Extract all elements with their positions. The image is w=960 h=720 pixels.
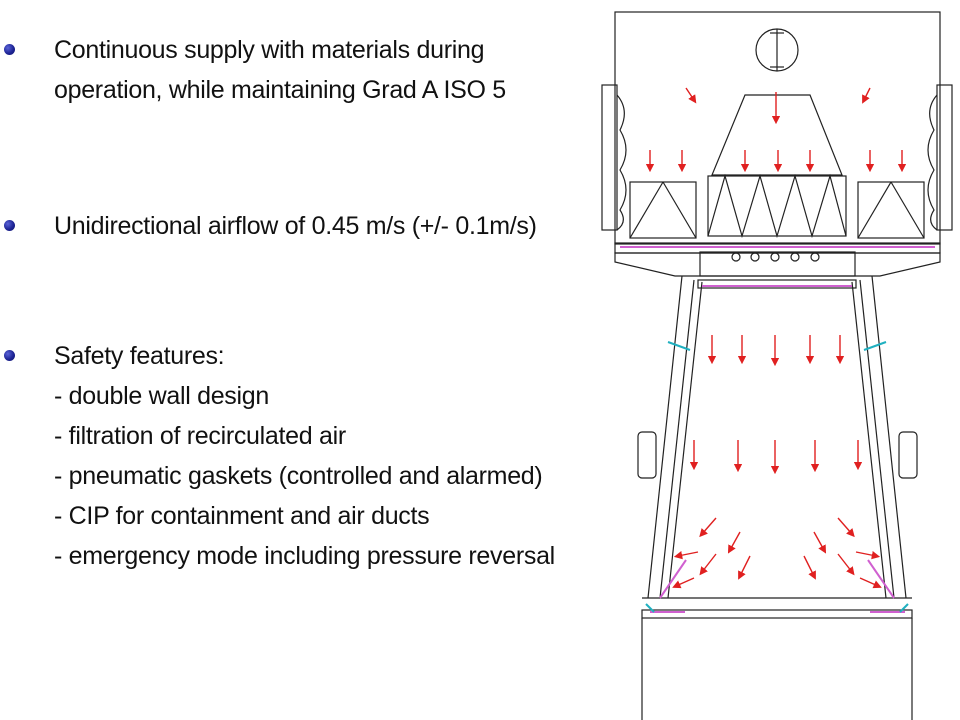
hepa-filter-icon	[629, 181, 697, 239]
duct-wave-right	[927, 94, 938, 231]
upper-housing	[614, 11, 941, 245]
bullet-text: Continuous supply with materials during …	[54, 30, 574, 110]
return-duct-right	[936, 84, 953, 231]
seal-marker	[899, 603, 909, 613]
bullet-line: - CIP for containment and air ducts	[54, 502, 430, 530]
left-wall-inner	[659, 279, 695, 599]
isolator-diagram	[601, 11, 953, 720]
seal-marker	[863, 341, 887, 351]
floor-plate	[641, 609, 913, 619]
fan-icon	[755, 28, 799, 72]
airflow-arrows	[645, 87, 907, 589]
seal-marker	[645, 603, 655, 613]
glove-port-icon	[637, 431, 657, 479]
hepa-filter-icon	[857, 181, 925, 239]
left-wall-outer	[647, 275, 683, 599]
bullet-dot-icon	[4, 350, 15, 361]
gasket-right-bottom	[867, 559, 895, 599]
bullet-line: operation, while maintaining Grad A ISO …	[54, 76, 506, 104]
bullet-line: - double wall design	[54, 382, 269, 410]
right-wall-outer	[871, 275, 907, 599]
bullet-text: Unidirectional airflow of 0.45 m/s (+/- …	[54, 206, 574, 246]
nozzle-icon	[731, 252, 820, 262]
nozzle-panel	[699, 251, 856, 277]
bullet-line: - emergency mode including pressure reve…	[54, 542, 555, 570]
bullet-line: Unidirectional airflow of 0.45 m/s (+/- …	[54, 212, 537, 240]
bullet-dot-icon	[4, 220, 15, 231]
top-filter-plate	[697, 279, 857, 289]
glove-port-icon	[898, 431, 918, 479]
return-duct-left	[601, 84, 618, 231]
right-wall-inner2	[851, 281, 887, 599]
gasket-left-bottom	[659, 559, 687, 599]
bullet-line: - pneumatic gaskets (controlled and alar…	[54, 462, 543, 490]
hepa-filter-icon	[707, 173, 847, 239]
central-plenum	[711, 94, 843, 176]
left-wall-inner2	[667, 281, 703, 599]
bullet-line: Safety features:	[54, 342, 225, 370]
ceiling-frame	[614, 252, 941, 277]
right-wall-inner	[859, 279, 895, 599]
bullet-line: Continuous supply with materials during	[54, 36, 485, 64]
bullet-text: Safety features: - double wall design - …	[54, 336, 574, 576]
bullet-dot-icon	[4, 44, 15, 55]
seal-marker	[667, 341, 691, 351]
duct-wave-left	[616, 94, 627, 231]
bullet-line: - filtration of recirculated air	[54, 422, 346, 450]
